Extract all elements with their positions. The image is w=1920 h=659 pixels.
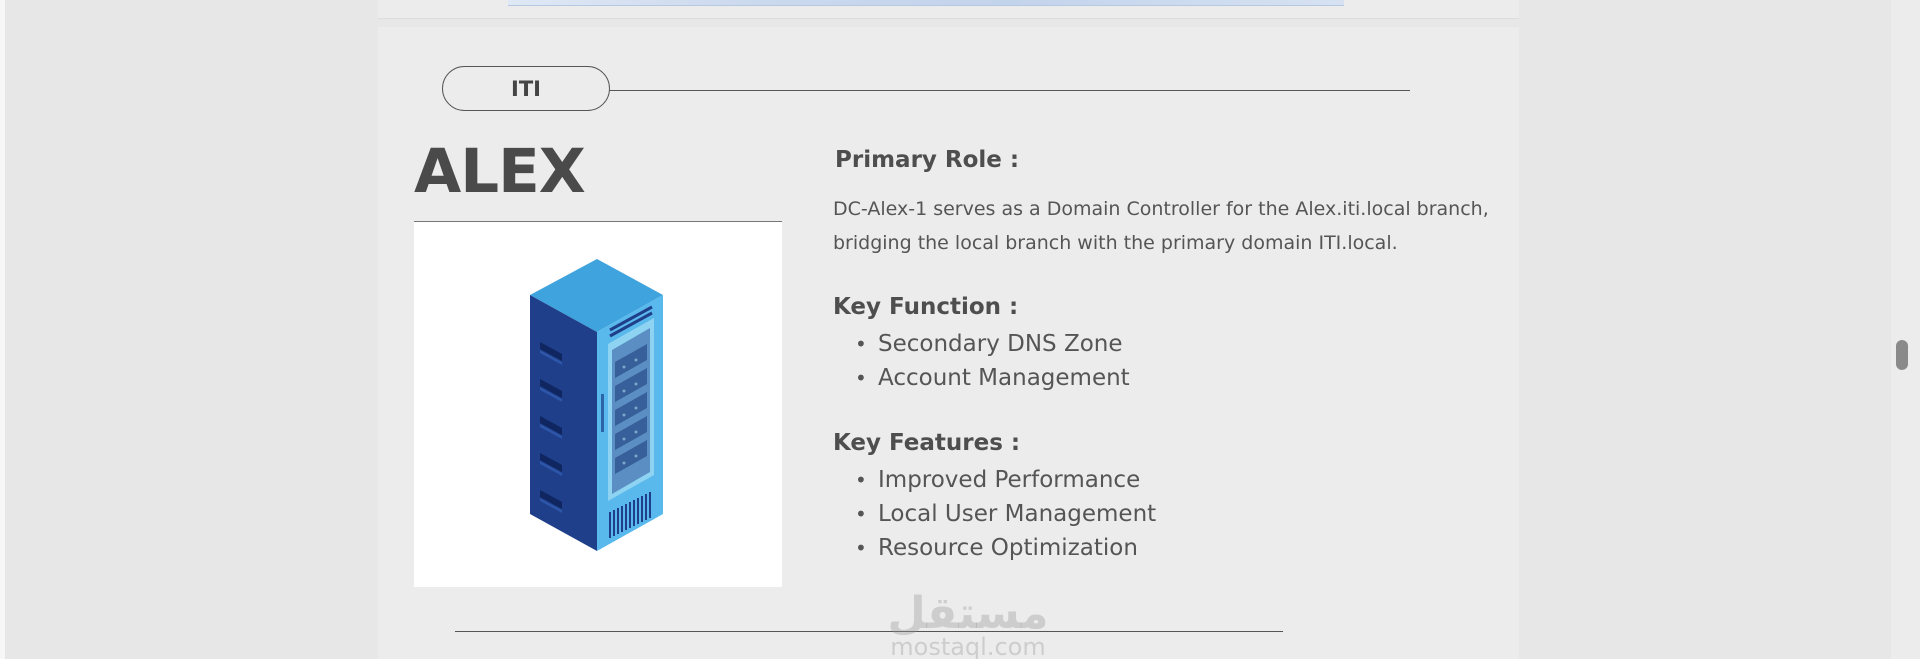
- key-feature-item: Improved Performance: [878, 467, 1141, 493]
- left-edge: [0, 0, 5, 659]
- primary-role-heading: Primary Role :: [835, 147, 1020, 173]
- key-function-list: • Secondary DNS Zone • Account Management: [833, 327, 1130, 395]
- site-card: ITI ALEX: [378, 27, 1519, 659]
- key-feature-item: Local User Management: [878, 501, 1157, 527]
- list-item: • Account Management: [833, 361, 1130, 395]
- server-rack-image: [414, 222, 782, 587]
- scrollbar-thumb[interactable]: [1896, 340, 1908, 370]
- content-column: ITI ALEX: [378, 0, 1519, 659]
- watermark: مستقل mostaql.com: [868, 589, 1068, 659]
- list-item: • Secondary DNS Zone: [833, 327, 1130, 361]
- list-item: • Resource Optimization: [833, 531, 1156, 565]
- key-feature-item: Resource Optimization: [878, 535, 1138, 561]
- key-function-heading: Key Function :: [833, 294, 1019, 320]
- previous-image-sliver: [508, 0, 1344, 6]
- previous-section-strip: [378, 0, 1519, 19]
- tag-pill: ITI: [442, 66, 610, 111]
- watermark-logo: مستقل: [887, 588, 1049, 639]
- key-function-item: Account Management: [878, 365, 1130, 391]
- list-item: • Improved Performance: [833, 463, 1156, 497]
- bullet-icon: •: [855, 366, 867, 390]
- bullet-icon: •: [855, 502, 867, 526]
- bullet-icon: •: [855, 468, 867, 492]
- key-features-heading: Key Features :: [833, 430, 1021, 456]
- site-title: ALEX: [414, 136, 586, 207]
- bullet-icon: •: [855, 332, 867, 356]
- list-item: • Local User Management: [833, 497, 1156, 531]
- tag-divider: [610, 90, 1410, 91]
- key-function-item: Secondary DNS Zone: [878, 331, 1123, 357]
- key-features-list: • Improved Performance • Local User Manage…: [833, 463, 1156, 565]
- primary-role-text: DC-Alex-1 serves as a Domain Controller …: [833, 198, 1489, 254]
- scrollbar-track[interactable]: [1891, 0, 1920, 659]
- watermark-url: mostaql.com: [890, 633, 1046, 659]
- title-divider: [414, 221, 782, 222]
- server-rack-icon: [530, 259, 663, 551]
- bullet-icon: •: [855, 536, 867, 560]
- bottom-divider: [455, 631, 1283, 632]
